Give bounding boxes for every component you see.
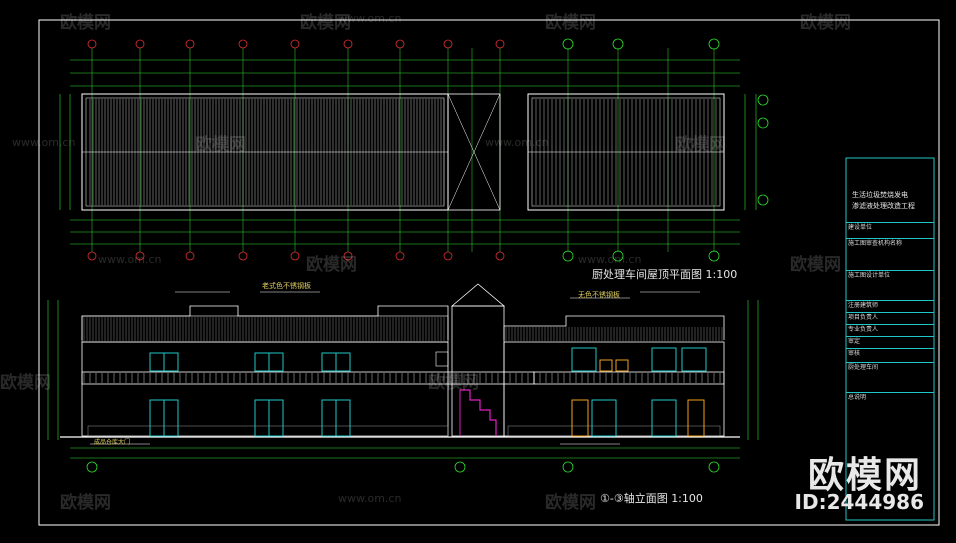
watermark-url: www.om.cn xyxy=(578,253,642,266)
watermark-brand: 欧模网 xyxy=(195,135,246,155)
watermark-url: www.om.cn xyxy=(12,136,76,149)
elevation-label-right: 无色不锈钢板 xyxy=(578,291,620,299)
watermark-url: www.om.cn xyxy=(338,12,402,25)
watermark-brand: 欧模网 xyxy=(428,373,479,393)
title-block-row: 审核 xyxy=(846,348,934,358)
title-block-row: 注册建筑师 xyxy=(846,300,934,310)
watermark-brand: 欧模网 xyxy=(675,135,726,155)
watermark-brand: 欧模网 xyxy=(545,13,596,33)
sheet-border xyxy=(38,19,940,526)
plan-title: 厨处理车间屋顶平面图 1:100 xyxy=(592,268,738,281)
title-block-row: 审定 xyxy=(846,336,934,346)
elevation-label-left: 成品仓库大门 xyxy=(94,439,131,446)
title-block-row: 施工图审查机构名称 xyxy=(846,238,934,248)
elevation-label-mid: 老式色不锈钢板 xyxy=(262,282,311,290)
watermark-brand: 欧模网 xyxy=(306,255,357,275)
title-block-row: 施工图设计单位 xyxy=(846,270,934,280)
watermark-brand: 欧模网 xyxy=(300,13,351,33)
watermark-url: www.om.cn xyxy=(485,136,549,149)
watermark-brand: 欧模网 xyxy=(800,13,851,33)
elevation-title: ①-③轴立面图 1:100 xyxy=(600,492,703,505)
watermark-id: ID:2444986 xyxy=(794,490,924,514)
elevation xyxy=(47,283,759,473)
watermark-brand: 欧模网 xyxy=(790,255,841,275)
project-name-line1: 生活垃圾焚烧发电 xyxy=(852,191,908,199)
watermark-logo: 欧模网 xyxy=(807,455,922,496)
project-name-line2: 渗滤液处理改造工程 xyxy=(852,202,915,210)
watermark-url: www.om.cn xyxy=(338,492,402,505)
title-block-frame xyxy=(845,157,935,521)
title-block-row: 总说明 xyxy=(846,392,934,402)
roof-plan xyxy=(59,38,769,262)
title-block-row: 厨处理车间 xyxy=(846,362,934,372)
title-block-row: 建设单位 xyxy=(846,222,934,232)
watermark-brand: 欧模网 xyxy=(60,13,111,33)
watermark-brand: 欧模网 xyxy=(0,373,51,393)
title-block-row: 项目负责人 xyxy=(846,312,934,322)
watermark-brand: 欧模网 xyxy=(545,493,596,513)
watermark-url: www.om.cn xyxy=(98,253,162,266)
title-block-row: 专业负责人 xyxy=(846,324,934,334)
watermark-brand: 欧模网 xyxy=(60,493,111,513)
